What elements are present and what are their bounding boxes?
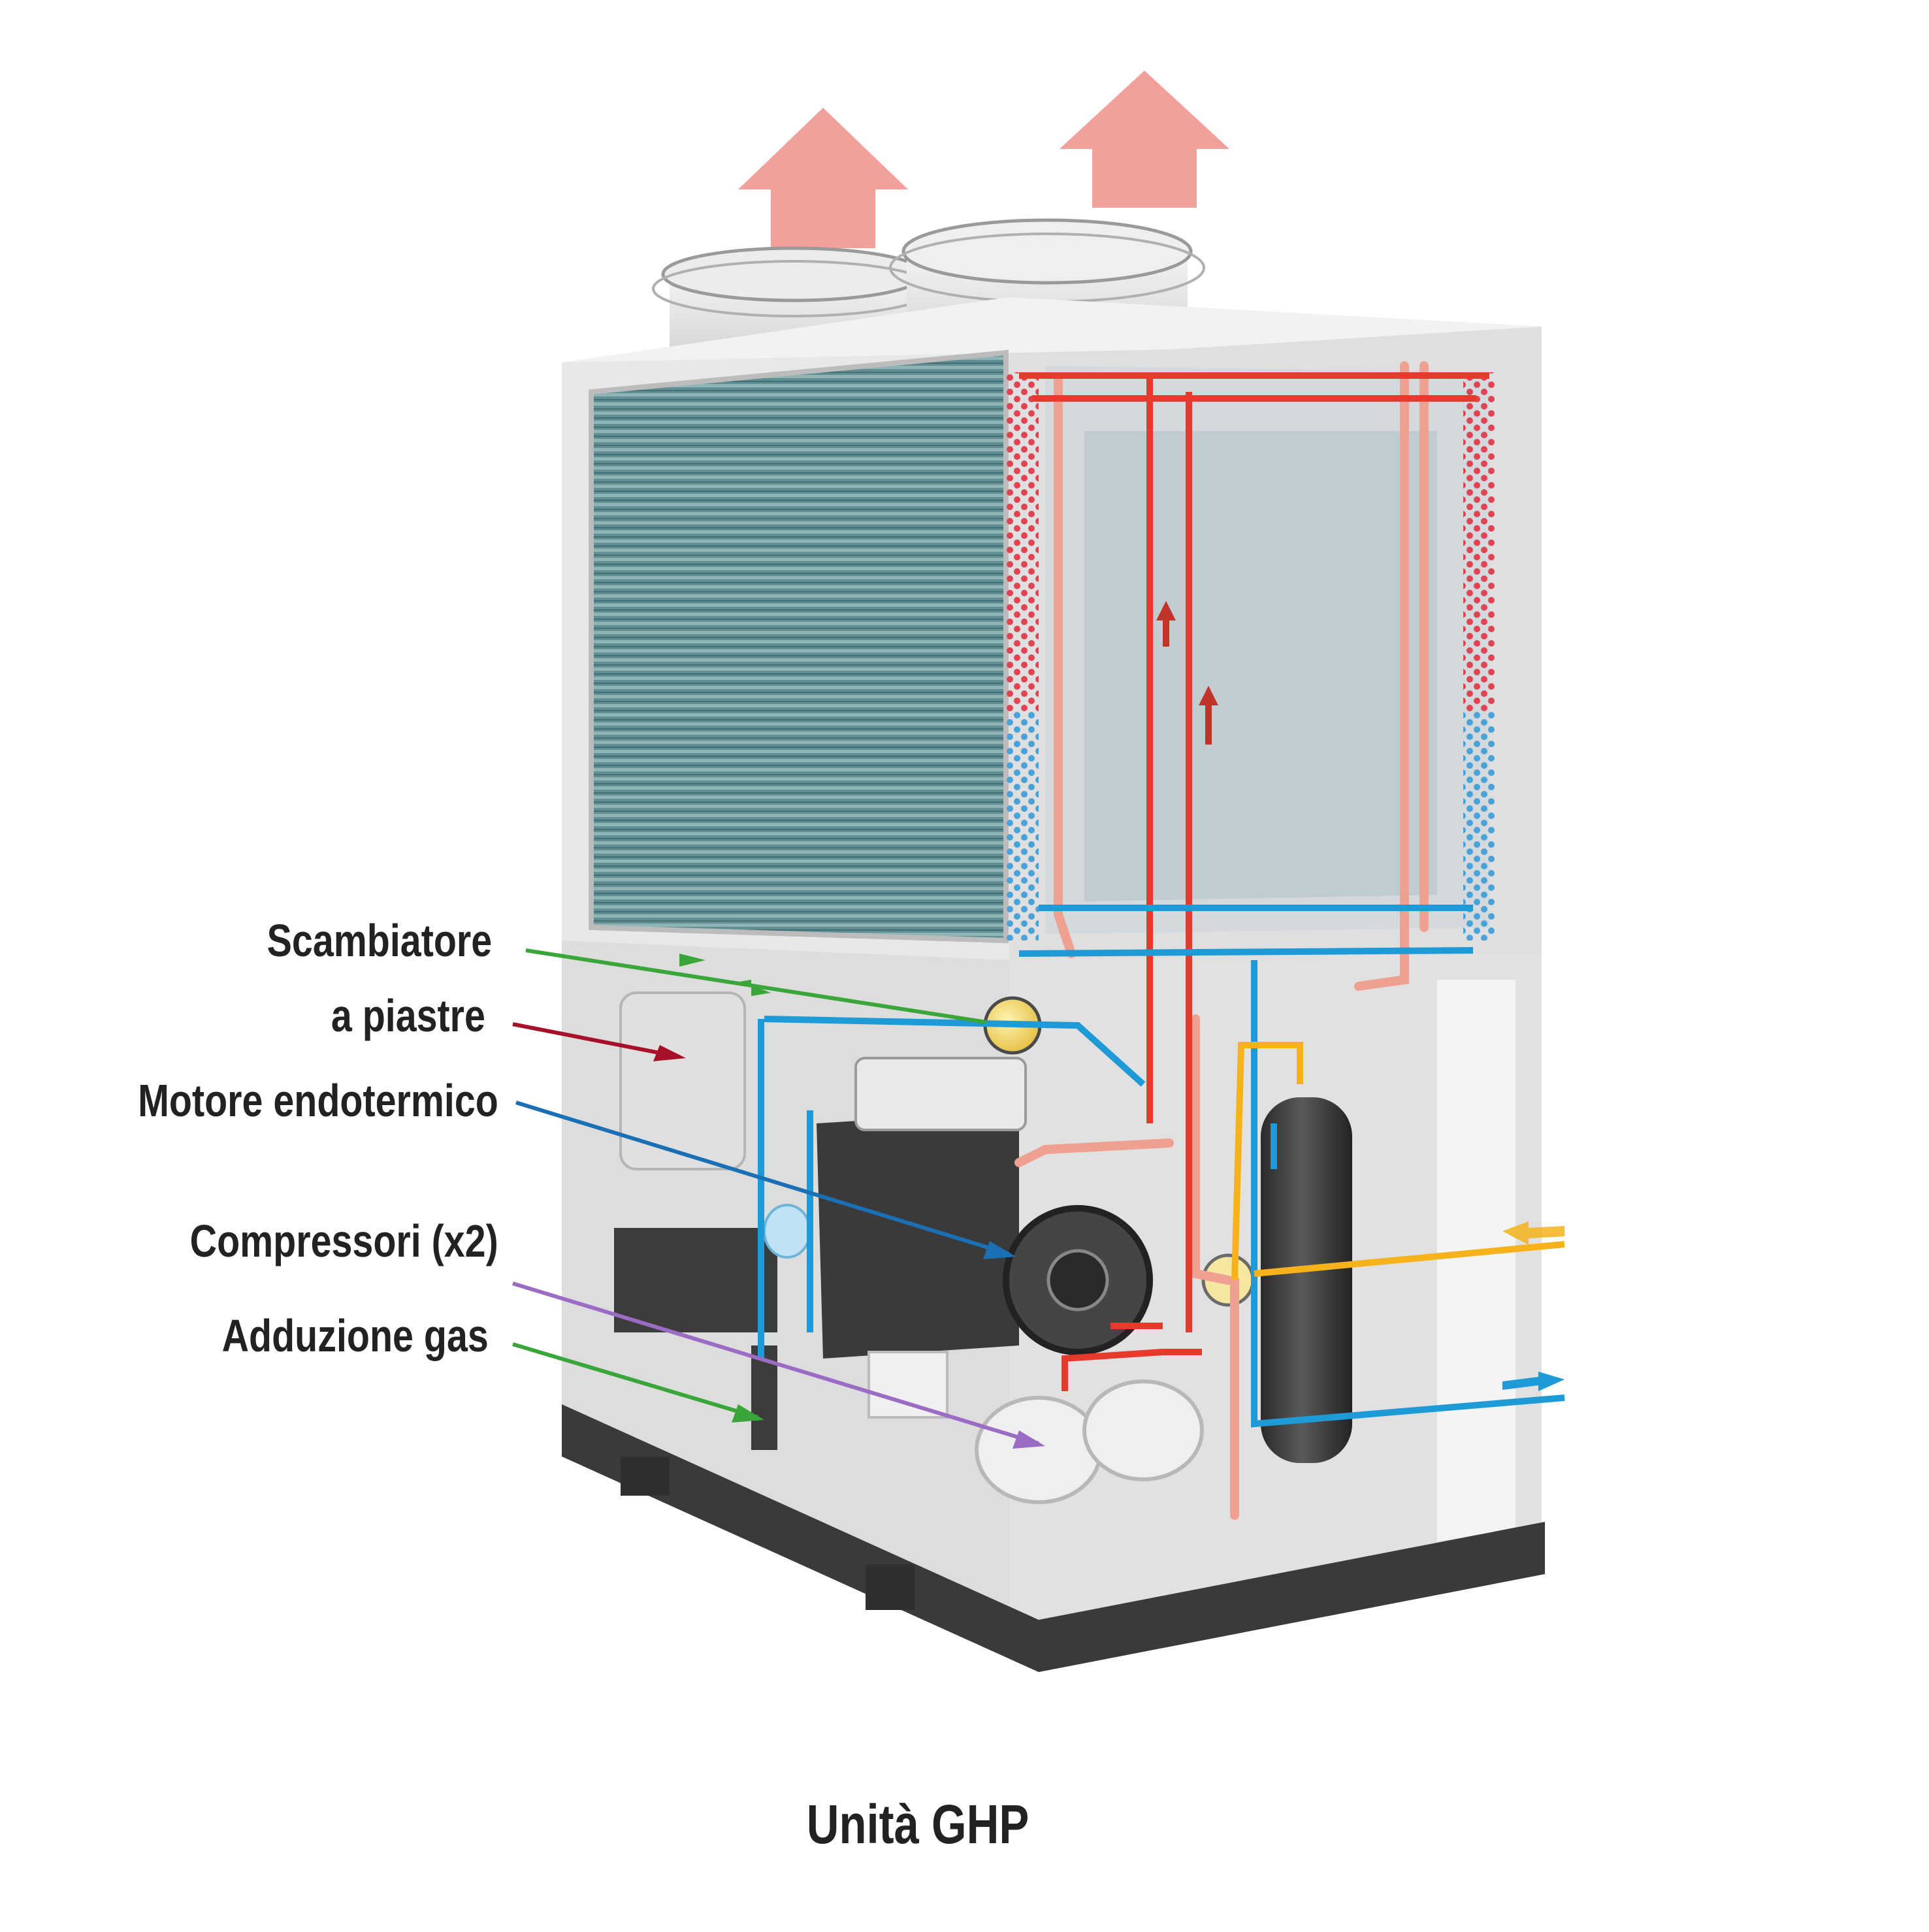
accumulator-tank [1261,1097,1352,1463]
leader-engine [515,1101,1016,1259]
leader-plate [512,1022,686,1061]
label-engine: Motore endotermico [138,1075,498,1126]
outlet-arrow-blue [1502,1372,1564,1391]
compressor-housings [867,1351,1204,1504]
copper-pipes [1014,361,1429,1520]
inlet-arrow-yellow [1502,1221,1564,1245]
gas-valve-block [614,1228,777,1450]
blue-pipes [758,905,1565,1428]
plate-exchanger-box [619,991,746,1170]
fan-left [652,246,935,353]
leader-exchanger [525,948,987,1024]
label-compressors: Compressori (x2) [189,1216,498,1266]
yellow-pipe [1231,1042,1565,1281]
engine-block [817,1057,1153,1359]
exhaust-arrow-left [738,108,908,248]
label-gas: Adduzione gas [221,1310,489,1361]
leader-gas [512,1342,764,1423]
blue-cylinder [763,1204,811,1259]
caption-title: Unità GHP [806,1794,1029,1855]
label-exchanger-line1: Scambiatore [267,915,492,966]
leader-compressors [512,1281,1045,1449]
red-pipes [1019,372,1489,1391]
label-exchanger-line2: a piastre [331,990,485,1041]
exhaust-arrow-right [1060,71,1229,208]
red-flow-arrows [1156,601,1218,745]
